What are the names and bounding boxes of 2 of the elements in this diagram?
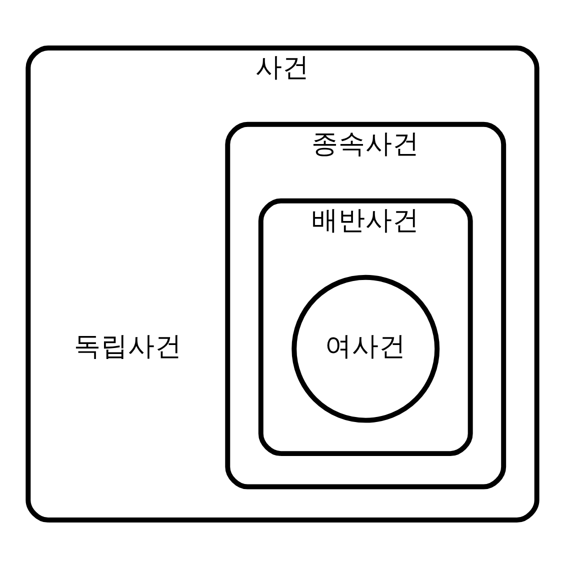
node-circle: 여사건 [292, 274, 440, 423]
label: 독립사건 [74, 331, 182, 362]
